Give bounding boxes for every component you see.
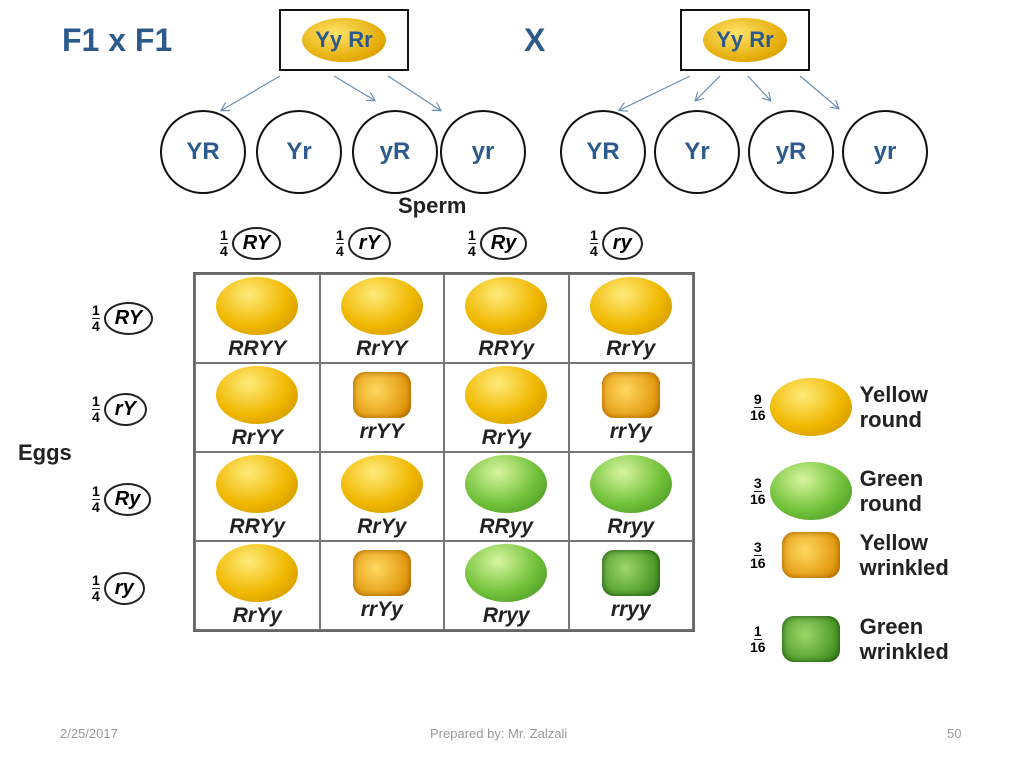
pea-icon xyxy=(465,365,548,424)
pea-icon xyxy=(601,549,660,596)
pea-icon xyxy=(216,454,299,513)
punnett-cell: RRYy xyxy=(195,452,320,541)
pea-icon xyxy=(352,549,411,596)
cross-symbol: X xyxy=(524,22,546,58)
pea-icon xyxy=(781,532,840,578)
pea-icon xyxy=(601,371,660,418)
footer-author: Prepared by: Mr. Zalzali xyxy=(430,726,568,741)
gamete-circle-left: YR xyxy=(160,110,246,194)
pea-icon xyxy=(216,543,299,602)
pea-icon xyxy=(589,454,672,513)
pea-icon xyxy=(352,371,411,418)
punnett-cell: RrYY xyxy=(319,274,444,363)
parent-genotype-left: Yy Rr xyxy=(279,9,409,71)
gamete-circle-right: yr xyxy=(842,110,928,194)
footer-page-number: 50 xyxy=(947,726,962,741)
pea-icon xyxy=(465,276,548,335)
pea-icon xyxy=(589,276,672,335)
punnett-cell: rryy xyxy=(568,541,693,630)
pea-icon xyxy=(340,276,423,335)
eggs-label: Eggs xyxy=(18,440,72,465)
pea-icon xyxy=(216,276,299,335)
pea-icon xyxy=(465,543,548,602)
punnett-cell: RrYy xyxy=(444,363,569,452)
pea-icon xyxy=(769,462,852,520)
punnett-cell: rrYy xyxy=(319,541,444,630)
punnett-cell: rrYY xyxy=(319,363,444,452)
gamete-circle-left: yr xyxy=(440,110,526,194)
punnett-cell: RrYy xyxy=(568,274,693,363)
pea-icon xyxy=(769,378,852,436)
slide-title: F1 x F1 xyxy=(62,22,173,58)
pea-icon xyxy=(340,454,423,513)
pea-icon xyxy=(465,454,548,513)
gamete-circle-left: yR xyxy=(352,110,438,194)
gamete-circle-right: yR xyxy=(748,110,834,194)
arrows xyxy=(0,75,1024,120)
punnett-cell: RrYy xyxy=(319,452,444,541)
punnett-cell: RrYY xyxy=(195,363,320,452)
gamete-circle-left: Yr xyxy=(256,110,342,194)
punnett-cell: RRYy xyxy=(444,274,569,363)
punnett-cell: RRyy xyxy=(444,452,569,541)
parent-genotype-right: Yy Rr xyxy=(680,9,810,71)
pea-icon xyxy=(216,365,299,424)
sperm-label: Sperm xyxy=(398,193,467,218)
gamete-circle-right: YR xyxy=(560,110,646,194)
gamete-circle-right: Yr xyxy=(654,110,740,194)
punnett-cell: RRYY xyxy=(195,274,320,363)
punnett-cell: rrYy xyxy=(568,363,693,452)
pea-icon xyxy=(781,616,840,662)
punnett-cell: RrYy xyxy=(195,541,320,630)
punnett-cell: Rryy xyxy=(568,452,693,541)
footer-date: 2/25/2017 xyxy=(60,726,118,741)
punnett-cell: Rryy xyxy=(444,541,569,630)
